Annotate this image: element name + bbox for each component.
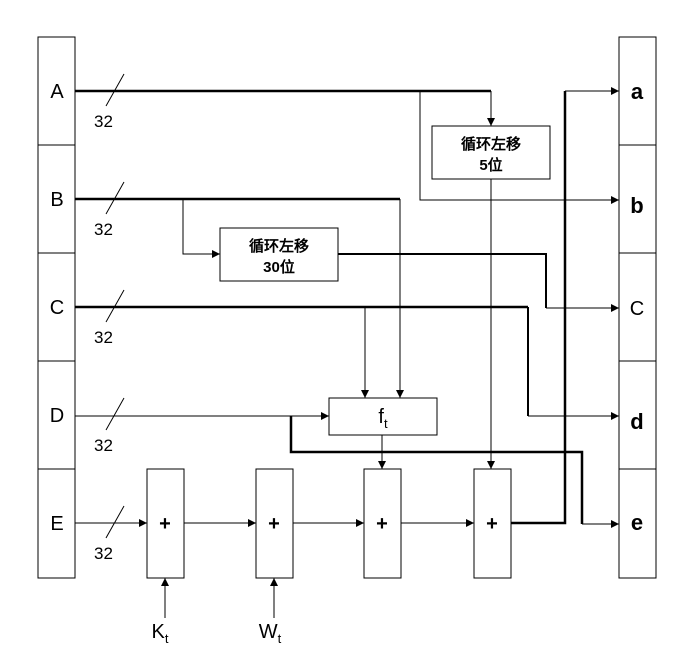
wire-a-to-b-out xyxy=(419,91,619,204)
wire-adder4-to-a-out-thick xyxy=(511,91,567,525)
wire-rotate30-to-c-out xyxy=(338,253,547,308)
adder-4-label: + xyxy=(486,513,498,535)
bits-label-b: 32 xyxy=(94,220,113,239)
wire-d-to-e-out-thick xyxy=(289,416,584,524)
input-wt-label: Wt xyxy=(259,621,282,646)
register-e-label: E xyxy=(50,513,63,535)
function-ft-box: ft xyxy=(328,397,438,436)
wires xyxy=(75,87,619,618)
register-out-c-label: C xyxy=(630,298,644,320)
rotate-left-30-line1: 循环左移 xyxy=(249,237,309,255)
register-out-d-label: d xyxy=(630,409,643,434)
adder-boxes: + + + + xyxy=(146,468,512,579)
right-register-stack: a b C d e xyxy=(618,36,657,579)
bits-label-d: 32 xyxy=(94,436,113,455)
adder-2-label: + xyxy=(268,513,280,535)
adder-3-label: + xyxy=(376,513,388,535)
adder-1-label: + xyxy=(159,513,171,535)
input-kt-label: Kt xyxy=(152,621,169,646)
function-ft-label: ft xyxy=(378,406,388,431)
register-c-label: C xyxy=(50,297,64,319)
bits-label-c: 32 xyxy=(94,328,113,347)
rotate-left-5-line1: 循环左移 xyxy=(461,135,521,153)
bit-width-markers: 32 32 32 32 32 xyxy=(94,73,125,563)
register-a-label: A xyxy=(50,81,64,103)
bits-label-a: 32 xyxy=(94,112,113,131)
wire-b-to-rotate30 xyxy=(182,199,220,258)
register-d-label: D xyxy=(50,405,64,427)
register-b-label: B xyxy=(50,189,63,211)
rotate-left-30-box: 循环左移 30位 xyxy=(219,227,339,282)
rotate-left-30-line2: 30位 xyxy=(263,258,295,276)
rotate-left-5-box: 循环左移 5位 xyxy=(431,125,551,180)
register-out-a-label: a xyxy=(631,79,644,104)
register-out-b-label: b xyxy=(630,193,643,218)
left-register-stack: A B C D E xyxy=(37,36,76,579)
register-out-e-label: e xyxy=(631,510,643,535)
rotate-left-5-line2: 5位 xyxy=(479,156,502,174)
bits-label-e: 32 xyxy=(94,544,113,563)
